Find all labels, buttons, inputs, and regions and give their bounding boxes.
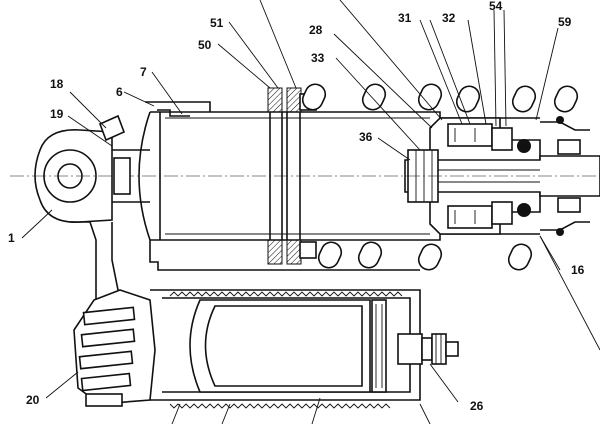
callout-7: 7 <box>140 65 147 79</box>
callout-1: 1 <box>8 231 15 245</box>
leader-lines <box>21 0 600 425</box>
callout-33: 33 <box>311 51 325 65</box>
callout-36: 36 <box>359 130 373 144</box>
callout-32: 32 <box>442 11 456 25</box>
callout-59: 59 <box>558 15 572 29</box>
connector-plug <box>73 289 156 407</box>
callout-18: 18 <box>50 77 64 91</box>
valve-fitting <box>397 333 459 365</box>
callout-54: 54 <box>489 0 503 13</box>
callout-28: 28 <box>309 23 323 37</box>
callout-31: 31 <box>398 11 412 25</box>
external-fins-top <box>301 83 579 113</box>
lower-reservoir <box>150 289 421 409</box>
callout-51: 51 <box>210 16 224 30</box>
callout-19: 19 <box>50 107 64 121</box>
callout-6: 6 <box>116 85 123 99</box>
external-fins-bottom <box>317 241 533 271</box>
callout-20: 20 <box>26 393 40 407</box>
callout-26: 26 <box>470 399 484 413</box>
callout-16: 16 <box>571 263 585 277</box>
callout-50: 50 <box>198 38 212 52</box>
rear-eye-mount <box>34 114 150 223</box>
callout-labels: 51 50 28 33 31 32 54 59 18 19 6 7 36 1 1… <box>8 0 585 413</box>
